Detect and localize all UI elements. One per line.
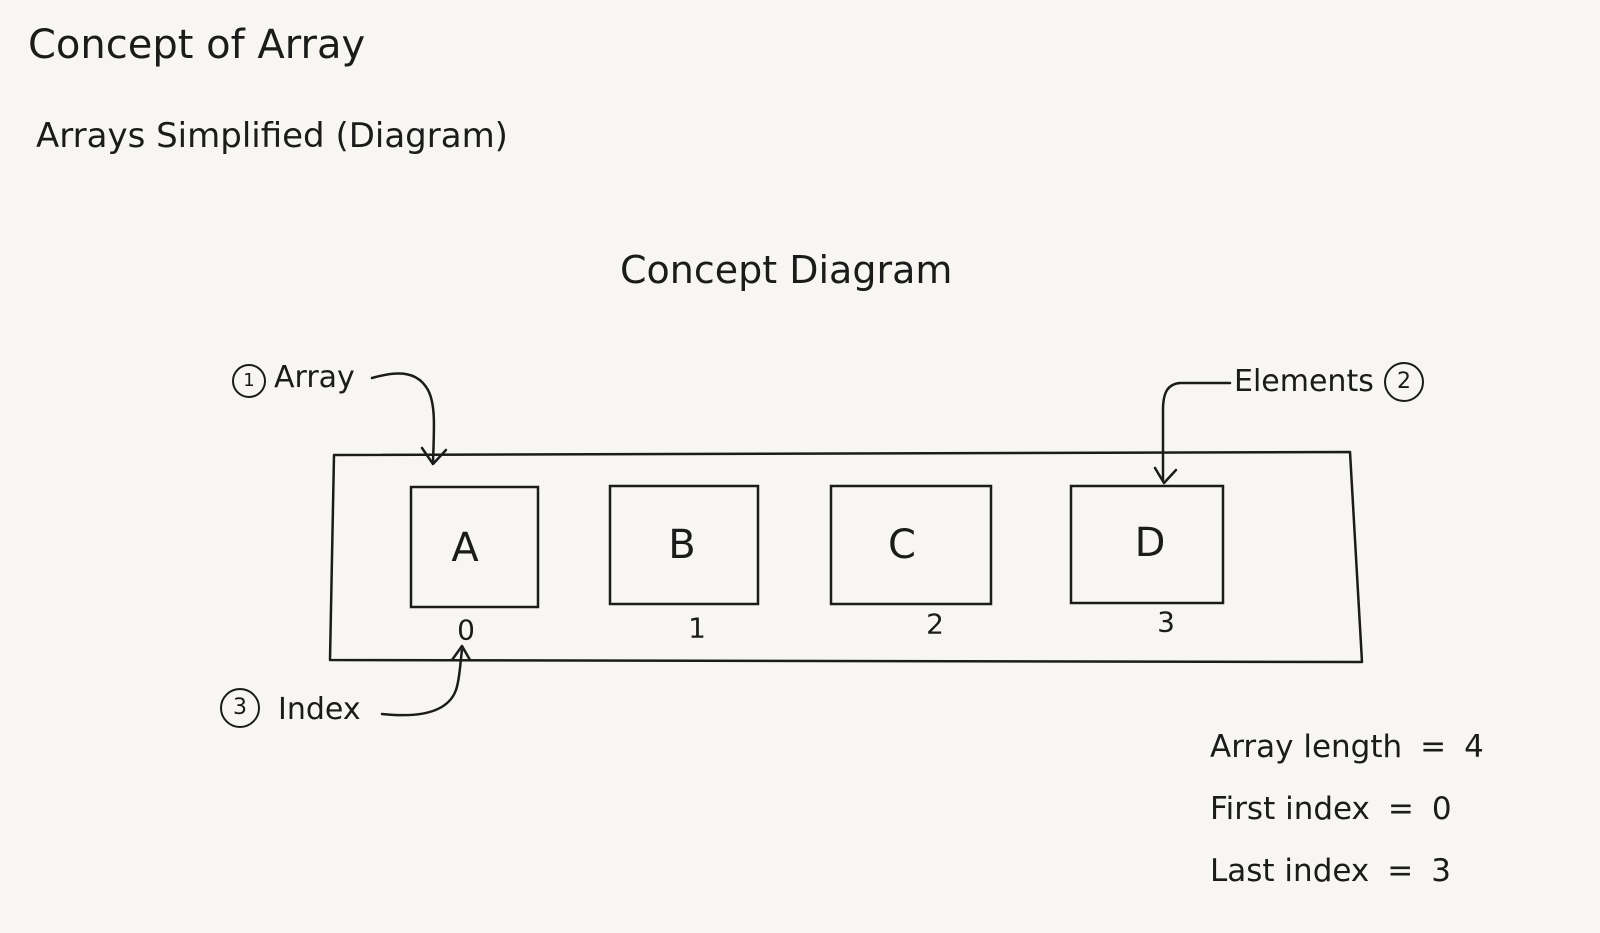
equals-sign: = xyxy=(1387,791,1414,827)
callout-label-elements: Elements xyxy=(1234,364,1374,399)
cell-box-3 xyxy=(1069,484,1225,605)
callout-number-index: 3 xyxy=(220,688,260,728)
array-arrowhead xyxy=(420,446,448,466)
page-title: Concept of Array xyxy=(28,22,366,68)
elements-arrowhead xyxy=(1153,466,1178,485)
callout-number-elements: 2 xyxy=(1384,362,1424,402)
cell-index-1: 1 xyxy=(688,611,706,645)
cell-box-1 xyxy=(608,484,760,606)
stat-value: 3 xyxy=(1431,853,1451,889)
diagram-title: Concept Diagram xyxy=(620,248,953,292)
stat-value: 0 xyxy=(1431,791,1452,827)
stat-label: Last index xyxy=(1210,853,1370,889)
array-stats: Array length = 4 First index = 0 Last in… xyxy=(1210,716,1484,902)
cell-value-3: D xyxy=(1134,520,1166,566)
cell-value-2: C xyxy=(888,522,916,568)
callout-label-index: Index xyxy=(278,692,361,727)
index-arrow xyxy=(380,648,464,717)
array-container xyxy=(328,450,1364,664)
array-arrow xyxy=(370,372,436,464)
stat-row-last-index: Last index = 3 xyxy=(1210,840,1484,902)
stat-label: Array length xyxy=(1210,729,1403,765)
elements-arrow xyxy=(1161,381,1232,482)
cell-index-0: 0 xyxy=(457,613,475,647)
cell-value-0: A xyxy=(451,525,479,571)
stat-value: 4 xyxy=(1464,729,1484,765)
callout-label-array: Array xyxy=(274,360,355,395)
stat-row-length: Array length = 4 xyxy=(1210,716,1484,778)
cell-box-0 xyxy=(409,485,540,609)
equals-sign: = xyxy=(1420,729,1447,765)
index-arrowhead xyxy=(450,644,472,662)
stat-row-first-index: First index = 0 xyxy=(1210,778,1484,840)
page-subtitle: Arrays Simplified (Diagram) xyxy=(36,116,508,156)
cell-index-3: 3 xyxy=(1157,605,1175,639)
cell-box-2 xyxy=(829,484,993,606)
equals-sign: = xyxy=(1387,853,1414,889)
cell-index-2: 2 xyxy=(926,607,944,641)
callout-number-array: 1 xyxy=(232,364,266,398)
cell-value-1: B xyxy=(668,522,696,568)
stat-label: First index xyxy=(1210,791,1370,827)
